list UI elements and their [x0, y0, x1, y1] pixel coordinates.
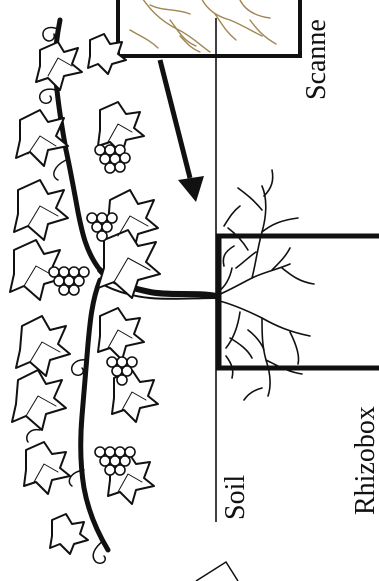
scanner-label: Scanne	[301, 19, 332, 100]
arrow-icon	[160, 60, 204, 202]
scanner-box	[118, 0, 300, 56]
partial-outline	[196, 562, 238, 581]
soil-label: Soil	[220, 475, 251, 520]
rhizobox-label: Rhizobox	[350, 406, 379, 515]
grapevine-icon	[10, 20, 216, 563]
